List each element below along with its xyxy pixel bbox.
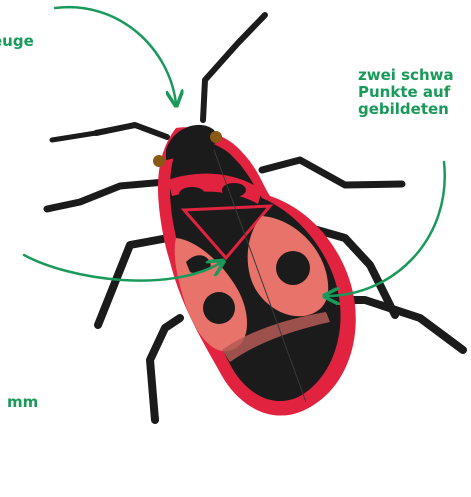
annotation-line-3: gebildeten (358, 100, 449, 118)
left-antenna-tip (52, 133, 96, 140)
annotation-label-top: euge (0, 33, 34, 50)
annotation-line-1: zwei schwa (358, 66, 454, 84)
left-antenna (96, 125, 167, 137)
right-eye (210, 131, 222, 143)
front-right-leg (262, 160, 402, 185)
left-eye (153, 155, 165, 167)
annotation-line-2: Punkte auf (358, 83, 450, 101)
pronotum-spot-left (179, 187, 205, 201)
arrow-top-to-head (55, 7, 176, 104)
right-antenna (203, 15, 265, 120)
antennae (52, 15, 265, 140)
right-black-spot (276, 251, 310, 285)
annotation-label-size: mm (7, 394, 38, 411)
bug-body (153, 125, 356, 416)
front-left-leg (47, 182, 165, 209)
pronotum-spot-right (222, 183, 246, 197)
hind-left-leg (150, 318, 180, 420)
left-black-spot (203, 292, 235, 324)
